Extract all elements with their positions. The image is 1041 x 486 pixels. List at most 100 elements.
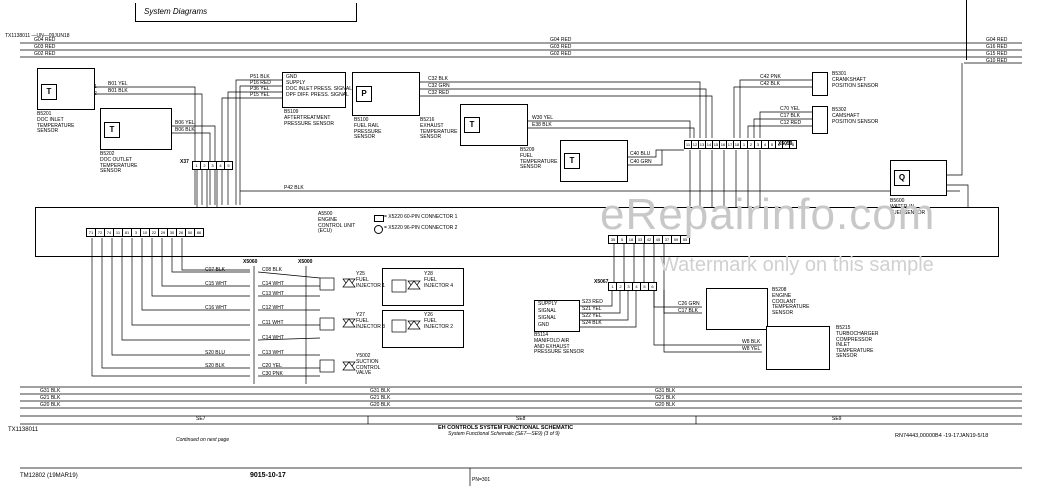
connector-pin: 3 (132, 228, 141, 237)
b5208-id: B5208 (772, 287, 787, 293)
connector-pin: 72 (96, 228, 105, 237)
page-small: PN=301 (472, 477, 491, 483)
pin-label: SUPPLY (286, 80, 306, 86)
section-label: SE9 (832, 416, 842, 422)
wire-label: B01 BLK (108, 88, 128, 94)
wire-label: C42 PNK (760, 74, 781, 80)
connector-pin: 59 (672, 235, 681, 244)
temperature-symbol-icon: T (104, 122, 120, 138)
wire-label: C12 WHT (262, 305, 284, 311)
connector-pin: 26 (177, 228, 186, 237)
connector-pin: 1 (608, 282, 617, 291)
page-number: 9015-10-17 (250, 472, 286, 479)
bus-label: G02 RED (550, 51, 572, 57)
wire-label: S20 BLK (205, 363, 225, 369)
wire-label: P36 YEL (250, 86, 270, 92)
schematic-title: EH CONTROLS SYSTEM FUNCTIONAL SCHEMATIC (438, 425, 574, 431)
bus-label: G04 RED (34, 37, 56, 43)
connector-pin: 12 (692, 140, 699, 149)
section-label: SE8 (516, 416, 526, 422)
connector-pin: 15 (713, 140, 720, 149)
wire-label: C32 BLK (428, 76, 449, 82)
wire-label: C08 BLK (262, 267, 283, 273)
bus-label: G31 BLK (370, 388, 391, 394)
bus-label: G10 RED (986, 58, 1008, 64)
b5215-name: TURBOCHARGER COMPRESSOR INLET TEMPERATUR… (836, 331, 879, 360)
reference-code: RN74443,00000B4 -19-17JAN19-5/18 (895, 433, 989, 439)
ecu-id: A5500 (318, 211, 333, 217)
connector-pin: 30 (168, 228, 177, 237)
injector-2-box (382, 310, 464, 348)
pin-number: 1 (94, 84, 97, 90)
wire-label: C11 WHT (262, 320, 284, 326)
bus-label: G31 BLK (655, 388, 676, 394)
connector-pin: 81 (123, 228, 132, 237)
x5060-id: X5060 (243, 259, 258, 265)
b5100-id: B5100 (354, 117, 369, 123)
b5301-name: CRANKSHAFT POSITION SENSOR (832, 77, 879, 89)
connector-pin: 4 (762, 140, 769, 149)
wire-label: B01 YEL (108, 81, 128, 87)
wire-label: C07 BLK (205, 267, 226, 273)
y5002-name: SUCTION CONTROL VALVE (356, 359, 381, 377)
connector-pin: 6 (776, 140, 783, 149)
b5208-sensor-box (706, 288, 768, 330)
figure-id-top: TX1138011 —UN—09JUN18 (5, 33, 70, 39)
connector-pin: 10 (141, 228, 150, 237)
b5114-name: MANIFOLD AIR AND EXHAUST PRESSURE SENSOR (534, 338, 585, 356)
watermark-main: eRepairinfo.com (600, 190, 936, 239)
connector-pin: 6 (649, 282, 657, 291)
b5201-id: B5201 (37, 111, 52, 117)
connector-pin: 11 (684, 140, 692, 149)
wire-label: S21 YEL (582, 306, 602, 312)
ecu-box (35, 207, 999, 257)
wire-label: C70 YEL (780, 106, 800, 112)
b5600-id: B5600 (890, 198, 905, 204)
wire-label: S20 BLU (205, 350, 226, 356)
pin-label: SUPPLY (538, 301, 558, 307)
y25-name: FUEL INJECTOR 1 (356, 277, 386, 289)
pressure-symbol-icon: P (356, 86, 372, 102)
wire-label: P51 BLK (250, 74, 270, 80)
y28-id: Y28 (424, 271, 433, 277)
x37-id: X37 (180, 159, 189, 165)
connector-pin: 3 (625, 282, 633, 291)
connector-pin: 17 (727, 140, 734, 149)
b5215-sensor-box (766, 326, 830, 370)
wire-label: C20 YEL (262, 363, 282, 369)
pin-label: SIGNAL (538, 315, 557, 321)
connector-pin: 5 (641, 282, 649, 291)
b5216-name: EXHAUST TEMPERATURE SENSOR (420, 123, 458, 141)
connector-pin: 71 (86, 228, 96, 237)
wire-label: C17 BLK (780, 113, 801, 119)
y5002-id: Y5002 (356, 353, 371, 359)
bus-label: G21 BLK (655, 395, 676, 401)
wire-label: S23 RED (582, 299, 603, 305)
wire-label: C32 GRN (428, 83, 450, 89)
pin-label: GND (538, 322, 550, 328)
bus-label: G20 BLK (655, 402, 676, 408)
connector-pin: 18 (734, 140, 741, 149)
schematic-subtitle: System Functional Schematic (SE7—SE9) (3… (448, 431, 560, 437)
b5302-name: CAMSHAFT POSITION SENSOR (832, 113, 879, 125)
b5301-id: B5301 (832, 71, 847, 77)
connector-pin: 74 (105, 228, 114, 237)
wire-label: C42 BLK (760, 81, 781, 87)
bus-label: G03 RED (550, 44, 572, 50)
wire-label: C26 GRN (678, 301, 700, 307)
manual-id: TM12802 (19MAR19) (20, 473, 78, 479)
wire-label: C16 WHT (205, 305, 227, 311)
ecu-legend-2: = X5220 96-PIN CONNECTOR 2 (384, 225, 458, 231)
y26-name: FUEL INJECTOR 2 (424, 318, 454, 330)
wire-label: W30 YEL (532, 115, 554, 121)
connector1-legend-icon (374, 215, 384, 222)
y27-name: FUEL INJECTOR 3 (356, 318, 386, 330)
connector-pin: 5 (618, 235, 627, 244)
connector-pin: 35 (608, 235, 618, 244)
bus-label: G03 RED (34, 44, 56, 50)
connector-pin: 16 (720, 140, 727, 149)
temperature-symbol-icon: T (41, 84, 57, 100)
b5109-id: B5109 (284, 109, 299, 115)
